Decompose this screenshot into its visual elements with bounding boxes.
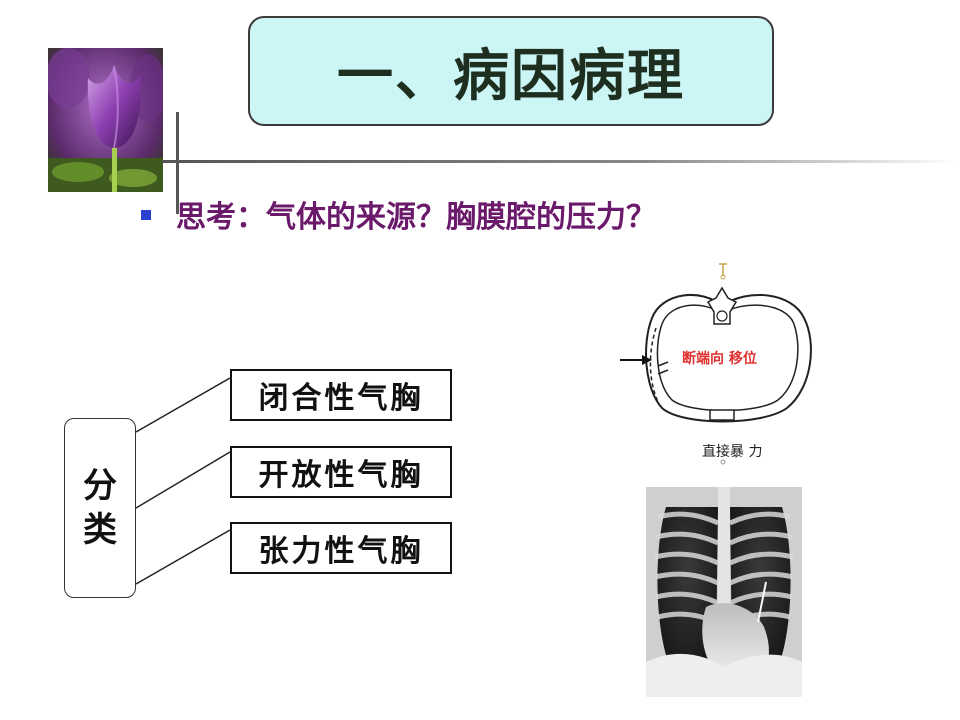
- classification-char-2: 类: [83, 510, 117, 550]
- classification-char-1: 分: [83, 466, 117, 506]
- displacement-label: 断端向 移位: [682, 351, 757, 367]
- chest-cross-section-diagram: 断端向 移位 直接暴 力: [612, 258, 832, 468]
- chest-xray-image: [646, 487, 802, 697]
- type-tension: 张力性气胸: [230, 522, 452, 574]
- question-text: 思考：气体的来源？胸膜腔的压力？: [176, 200, 656, 235]
- type-closed: 闭合性气胸: [230, 369, 452, 421]
- type-open: 开放性气胸: [230, 446, 452, 498]
- rib-fracture-icon: [620, 263, 812, 465]
- slide-title: 一、病因病理: [337, 43, 685, 109]
- force-label: 直接暴 力: [702, 444, 763, 460]
- xray-icon: [646, 487, 802, 697]
- tulip-icon: [48, 48, 163, 192]
- classification-box: 分 类: [64, 418, 136, 598]
- decor-vertical-line: [176, 112, 179, 214]
- decor-horizontal-line: [162, 160, 960, 163]
- title-box: 一、病因病理: [248, 16, 774, 126]
- bullet-icon: [141, 210, 151, 220]
- tulip-image: [48, 48, 163, 192]
